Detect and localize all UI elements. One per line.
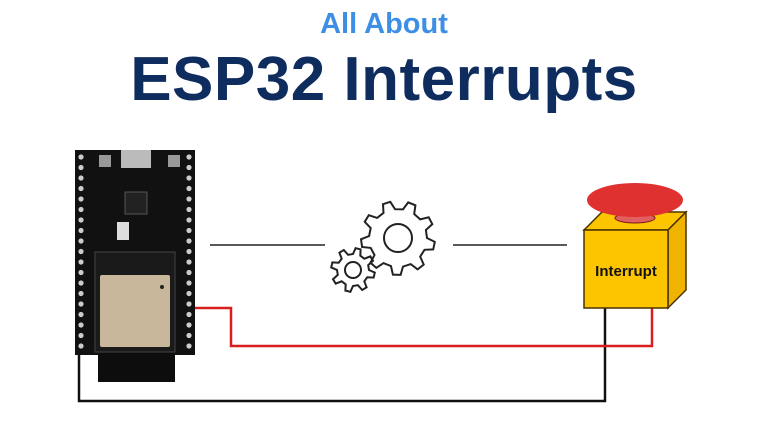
gear-icon-small — [330, 247, 376, 293]
board-pin — [78, 301, 84, 307]
board-pin — [78, 311, 84, 318]
board-pin — [78, 164, 84, 171]
interrupt-button: Interrupt — [582, 183, 688, 310]
board-pin — [186, 196, 192, 202]
button-label: Interrupt — [595, 263, 657, 280]
board-pin — [186, 206, 192, 213]
board-pin — [78, 332, 84, 339]
board-pin — [186, 332, 192, 339]
board-pin — [186, 248, 192, 255]
board-pin — [78, 322, 84, 328]
board-pin — [186, 175, 192, 181]
gear-icon — [359, 200, 436, 276]
esp32-module — [100, 275, 170, 347]
board-pin — [78, 343, 84, 349]
board-pin — [78, 185, 84, 192]
board-pin — [78, 154, 84, 160]
board-pin — [78, 217, 84, 223]
board-pin — [186, 185, 192, 192]
board-pin — [186, 164, 192, 171]
board-pin — [186, 311, 192, 318]
board-pin — [186, 227, 192, 234]
board-pin — [78, 227, 84, 234]
subtitle: All About — [320, 8, 448, 40]
signal-wire — [190, 306, 654, 348]
board-pin — [78, 248, 84, 255]
board-pin — [186, 154, 192, 160]
board-pin — [78, 259, 84, 265]
board-pin — [186, 280, 192, 286]
board-pin — [78, 269, 84, 276]
board-pin — [78, 238, 84, 244]
board-pin — [186, 343, 192, 349]
ground-wire — [77, 307, 607, 403]
board-pin — [78, 206, 84, 213]
board-pin — [186, 322, 192, 328]
board-pin — [186, 238, 192, 244]
board-pin — [78, 175, 84, 181]
board-pin — [186, 269, 192, 276]
board-pin — [186, 217, 192, 223]
board-pin — [78, 196, 84, 202]
board-pin — [186, 290, 192, 297]
board-pin — [78, 290, 84, 297]
board-pin — [78, 280, 84, 286]
esp32-board — [75, 150, 195, 382]
page-title: ESP32 Interrupts — [130, 45, 638, 114]
board-pin — [186, 259, 192, 265]
board-pin — [186, 301, 192, 307]
